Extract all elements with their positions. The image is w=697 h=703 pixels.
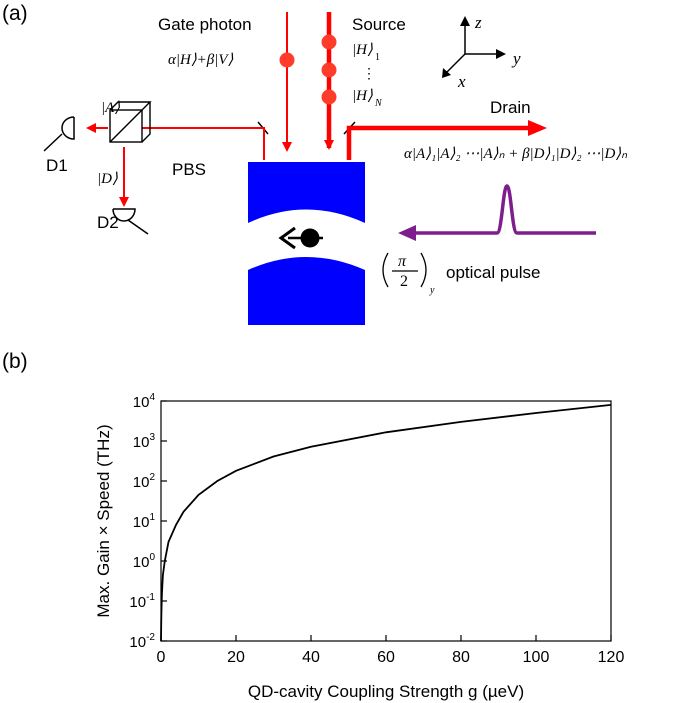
y-tick-label: 104 <box>133 392 156 411</box>
source-state-last: |H⟩ <box>352 88 373 104</box>
data-line <box>160 404 612 642</box>
plot-frame <box>160 400 612 642</box>
y-axis-label: Max. Gain × Speed (THz) <box>94 424 113 617</box>
pulse-paren-right <box>420 252 427 288</box>
x-tick-label: 0 <box>157 649 166 666</box>
gate-photon-dot <box>279 52 295 68</box>
source-dot-2 <box>321 62 337 78</box>
panel-b-label: (b) <box>2 350 28 373</box>
source-label: Source <box>352 15 406 34</box>
axis-x-label: x <box>457 72 466 91</box>
y-tick-label: 10-1 <box>129 592 155 611</box>
source-dot-3 <box>321 89 337 105</box>
x-tick-label: 80 <box>452 649 470 666</box>
x-tick-label: 100 <box>523 649 550 666</box>
gate-state: α|H⟩+β|V⟩ <box>168 52 234 68</box>
source-dot-1 <box>321 34 337 50</box>
cavity-bottom-mirror <box>248 257 365 325</box>
drain-label: Drain <box>490 98 531 117</box>
source-state-last-sub: N <box>374 98 383 109</box>
drain-state: α|A⟩₁|A⟩₂ ⋯|A⟩ₙ + β|D⟩₁|D⟩₂ ⋯|D⟩ₙ <box>404 146 628 162</box>
optical-pulse-arrowhead <box>398 225 416 241</box>
spin-arrowhead <box>278 226 296 250</box>
y-axis: 10-2 10-1 100 101 102 103 104 <box>129 392 167 651</box>
pbs-label: PBS <box>172 160 206 179</box>
pulse-fraction-den: 2 <box>400 273 408 290</box>
x-tick-label: 40 <box>302 649 320 666</box>
y-tick-label: 10-2 <box>129 632 155 651</box>
y-tick-label: 100 <box>133 552 156 571</box>
cavity-top-mirror <box>248 162 365 223</box>
y-tick-label: 102 <box>133 472 156 491</box>
detector-d2-icon <box>112 208 149 235</box>
drain-beam <box>346 125 530 160</box>
pulse-fraction-num: π <box>398 253 407 270</box>
left-output-beam <box>142 127 265 160</box>
ket-d-label: |D⟩ <box>97 171 118 187</box>
axis-y-label: y <box>511 49 521 68</box>
axis-triad <box>442 16 506 78</box>
pulse-paren-left <box>382 252 389 288</box>
y-tick-label: 101 <box>133 512 156 531</box>
axis-z-label: z <box>474 13 482 32</box>
x-tick-label: 120 <box>598 649 625 666</box>
pbs-cube <box>109 101 152 143</box>
gate-photon-label: Gate photon <box>158 15 252 34</box>
source-dots: ⋮ <box>362 67 376 82</box>
detector-d2-label: D2 <box>97 213 119 232</box>
source-state-first-sub: 1 <box>375 52 380 63</box>
pulse-label: optical pulse <box>446 263 541 282</box>
drain-arrowhead <box>528 120 547 136</box>
x-tick-label: 60 <box>377 649 395 666</box>
x-tick-label: 20 <box>227 649 245 666</box>
pulse-sub: y <box>429 285 435 296</box>
detector-d1-label: D1 <box>46 156 68 175</box>
optical-pulse-beam <box>412 184 596 235</box>
source-state-first: |H⟩ <box>352 42 373 58</box>
panel-a-label: (a) <box>2 2 28 25</box>
y-tick-label: 103 <box>133 432 156 451</box>
detector-d1-icon <box>43 116 75 152</box>
x-axis: 0 20 40 60 80 100 120 <box>157 635 625 666</box>
x-axis-label: QD-cavity Coupling Strength g (µeV) <box>248 682 524 701</box>
